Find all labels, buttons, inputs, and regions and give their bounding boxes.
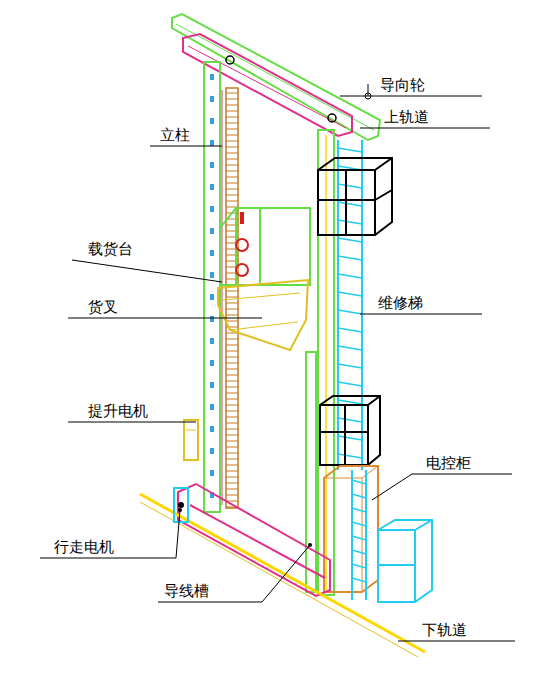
ladder-rung — [338, 418, 362, 422]
part-label: 下轨道 — [420, 621, 469, 639]
part-label: 维修梯 — [376, 294, 425, 312]
ladder-rung — [338, 256, 362, 260]
ladder-rung — [338, 436, 362, 440]
ladder-rung — [338, 454, 362, 458]
ladder-rung — [338, 400, 362, 404]
ladder-rung — [338, 220, 362, 224]
ladder-rung — [352, 480, 366, 484]
ladder-rung — [338, 346, 362, 350]
ladder-rung — [338, 382, 362, 386]
part-label: 导向轮 — [378, 76, 427, 94]
ladder-rung — [352, 522, 366, 526]
ladder-rung — [338, 310, 362, 314]
part-label: 导线槽 — [162, 582, 211, 600]
part-label: 电控柜 — [424, 454, 473, 472]
ladder-rung — [338, 184, 362, 188]
ladder-rung — [352, 494, 366, 498]
ladder-rung — [338, 274, 362, 278]
part-label: 立柱 — [158, 126, 192, 144]
part-label: 行走电机 — [52, 538, 116, 556]
ladder-rung — [338, 238, 362, 242]
ladder-rung — [338, 148, 362, 152]
ladder-rung — [352, 508, 366, 512]
ladder-rung — [352, 550, 366, 554]
part-label: 提升电机 — [86, 402, 150, 420]
ladder-rung — [338, 292, 362, 296]
ladder-rung — [352, 536, 366, 540]
part-label: 载货台 — [86, 240, 135, 258]
ladder-rung — [352, 564, 366, 568]
part-label: 上轨道 — [382, 108, 431, 126]
ladder-rung — [338, 202, 362, 206]
part-label: 货叉 — [86, 298, 120, 316]
ladder-rung — [352, 578, 366, 582]
ladder-rung — [338, 364, 362, 368]
ladder-rung — [338, 328, 362, 332]
